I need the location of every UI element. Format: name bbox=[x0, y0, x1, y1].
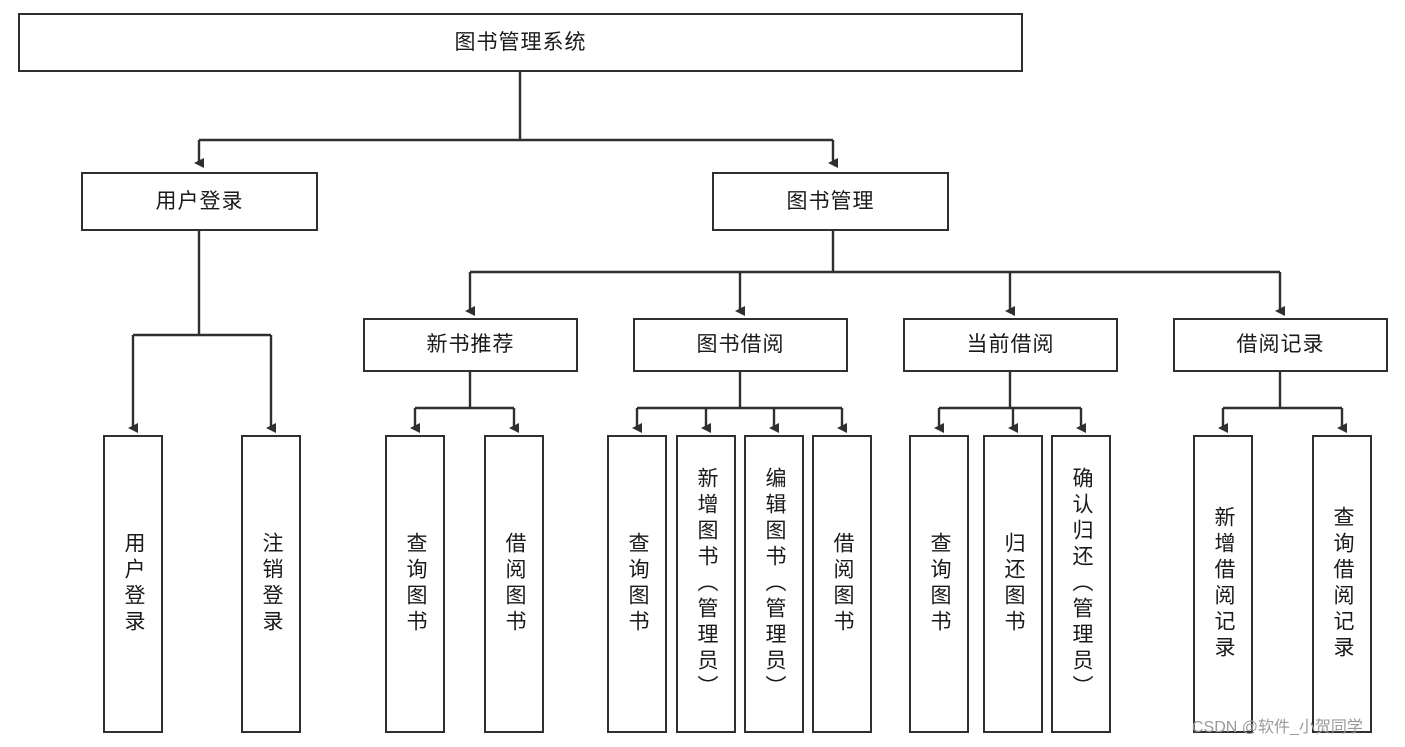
leaf-borrow-record-query-record[interactable]: 查询借阅记录 bbox=[1312, 435, 1372, 733]
node-current-borrowing[interactable]: 当前借阅 bbox=[903, 318, 1118, 372]
leaf-current-borrow-confirm-return-admin[interactable]: 确认归还（管理员） bbox=[1051, 435, 1111, 733]
leaf-current-borrow-query-books[interactable]: 查询图书 bbox=[909, 435, 969, 733]
csdn-watermark: CSDN @软件_小贺同学 bbox=[1192, 719, 1363, 736]
node-book-management[interactable]: 图书管理 bbox=[712, 172, 949, 231]
node-label: 新书推荐 bbox=[426, 333, 515, 357]
leaf-user-login-login[interactable]: 用户登录 bbox=[103, 435, 163, 733]
node-label: 图书管理 bbox=[786, 189, 875, 213]
node-label: 新增借阅记录 bbox=[1212, 506, 1236, 662]
leaf-book-borrow-borrow-books[interactable]: 借阅图书 bbox=[812, 435, 872, 733]
node-book-borrowing[interactable]: 图书借阅 bbox=[633, 318, 848, 372]
node-label: 注销登录 bbox=[260, 532, 284, 636]
node-label: 借阅图书 bbox=[831, 532, 855, 636]
node-label: 查询借阅记录 bbox=[1331, 506, 1355, 662]
node-new-book-recommendation[interactable]: 新书推荐 bbox=[363, 318, 578, 372]
node-user-login[interactable]: 用户登录 bbox=[81, 172, 318, 231]
node-borrowing-records[interactable]: 借阅记录 bbox=[1173, 318, 1388, 372]
node-label: 查询图书 bbox=[404, 532, 428, 636]
node-root-book-management-system[interactable]: 图书管理系统 bbox=[18, 13, 1023, 72]
node-label: 查询图书 bbox=[626, 532, 650, 636]
node-label: 确认归还（管理员） bbox=[1070, 467, 1094, 701]
leaf-new-book-query-books[interactable]: 查询图书 bbox=[385, 435, 445, 733]
node-label: 用户登录 bbox=[155, 189, 244, 213]
node-label: 当前借阅 bbox=[966, 333, 1055, 357]
node-label: 查询图书 bbox=[928, 532, 952, 636]
node-label: 借阅图书 bbox=[503, 532, 527, 636]
leaf-current-borrow-return-books[interactable]: 归还图书 bbox=[983, 435, 1043, 733]
node-label: 图书借阅 bbox=[696, 333, 785, 357]
node-label: 图书管理系统 bbox=[454, 30, 587, 54]
leaf-book-borrow-edit-book-admin[interactable]: 编辑图书（管理员） bbox=[744, 435, 804, 733]
leaf-borrow-record-add-record[interactable]: 新增借阅记录 bbox=[1193, 435, 1253, 733]
node-label: 借阅记录 bbox=[1236, 333, 1325, 357]
leaf-book-borrow-add-book-admin[interactable]: 新增图书（管理员） bbox=[676, 435, 736, 733]
node-label: 用户登录 bbox=[122, 532, 146, 636]
node-label: 归还图书 bbox=[1002, 532, 1026, 636]
leaf-user-login-logout[interactable]: 注销登录 bbox=[241, 435, 301, 733]
node-label: 编辑图书（管理员） bbox=[763, 467, 787, 701]
leaf-new-book-borrow-books[interactable]: 借阅图书 bbox=[484, 435, 544, 733]
leaf-book-borrow-query-books[interactable]: 查询图书 bbox=[607, 435, 667, 733]
node-label: 新增图书（管理员） bbox=[695, 467, 719, 701]
